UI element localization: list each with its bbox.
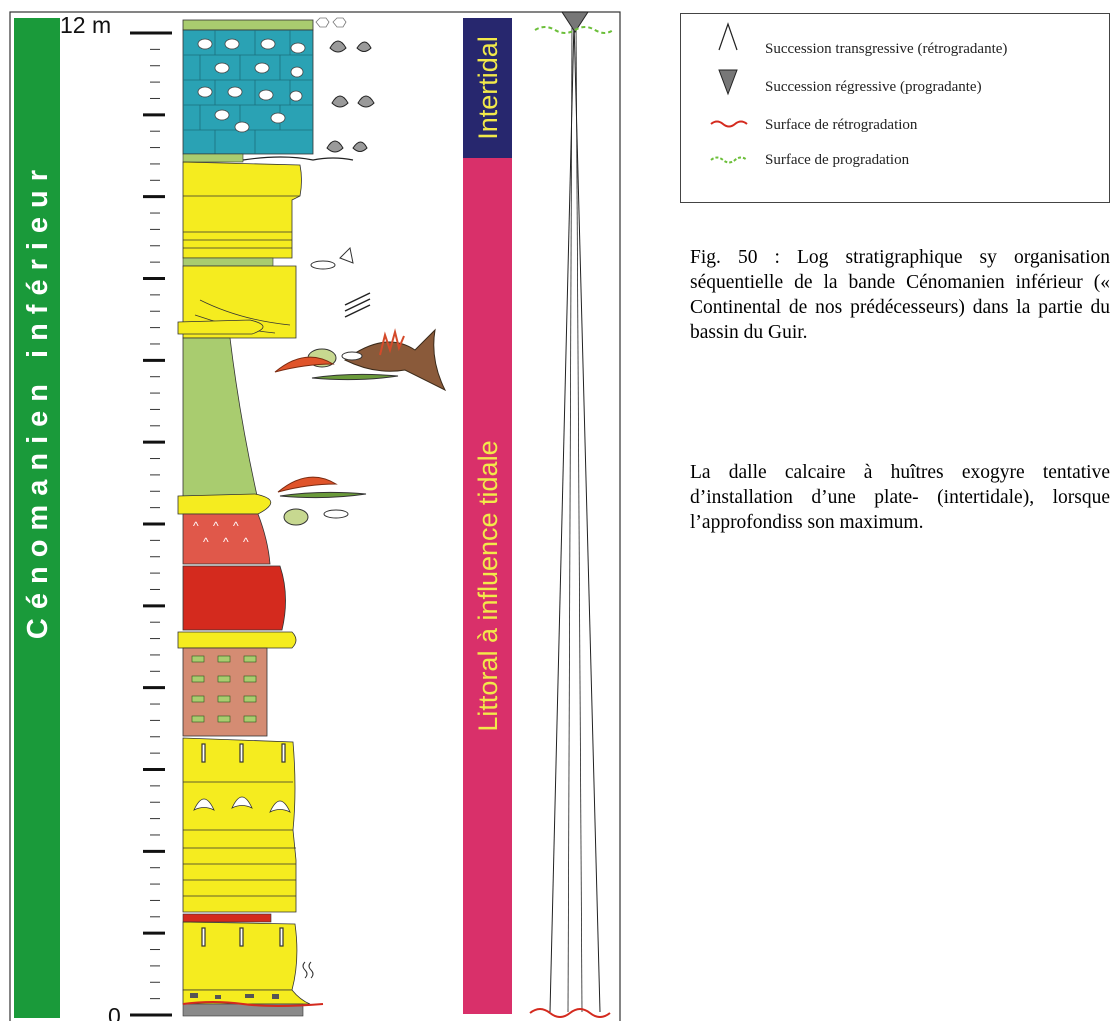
svg-text:^: ^ — [243, 535, 249, 549]
oyster-icons-outside — [326, 40, 375, 153]
legend-label-transgressive: Succession transgressive (rétrogradante) — [765, 41, 1008, 57]
depth-scale — [130, 31, 172, 1017]
sandstone-bed-upper — [182, 161, 302, 259]
scale-top-label: 12 m — [60, 12, 111, 38]
sequence-triangle — [529, 11, 614, 1018]
fauna-illustrations — [274, 246, 447, 979]
stage-label: Cénomanien inférieur — [22, 161, 54, 639]
figure-frame — [9, 11, 621, 1021]
root-traces — [191, 655, 257, 723]
dinosaur-footprints — [193, 796, 291, 813]
stage-band — [14, 18, 60, 1018]
figure-caption-2: La dalle calcaire à huîtres exogyre tent… — [690, 460, 1110, 535]
lithologic-column: ^ ^ ^ ^ ^ ^ — [177, 17, 375, 1017]
red-clay-bed — [182, 565, 286, 631]
oyster-icons-in-bed — [197, 38, 306, 133]
pebbles — [190, 993, 279, 999]
caption-paragraph-1: Fig. 50 : Log stratigraphique sy organis… — [690, 247, 1110, 343]
env-bar-intertidal — [463, 18, 512, 158]
svg-text:^: ^ — [193, 519, 199, 533]
legend-symbols — [710, 22, 748, 164]
svg-text:^: ^ — [233, 519, 239, 533]
filled-triangle-icon — [718, 69, 738, 96]
sandstone-bed-lower — [182, 737, 297, 913]
env-label-intertidal: Intertidal — [473, 36, 503, 140]
env-bar-littoral — [463, 158, 512, 1014]
white-carets: ^ ^ ^ ^ ^ ^ — [193, 519, 249, 549]
limestone-brick-pattern — [183, 30, 313, 154]
figure-caption: Fig. 50 : Log stratigraphique sy organis… — [690, 245, 1110, 345]
red-wavy-line-icon — [710, 120, 748, 128]
svg-text:^: ^ — [223, 535, 229, 549]
legend-label-progradation: Surface de progradation — [765, 152, 910, 168]
legend-label-regressive: Succession régressive (progradante) — [765, 79, 982, 95]
caption-paragraph-2: La dalle calcaire à huîtres exogyre tent… — [690, 462, 1110, 533]
legend-label-retrogradation: Surface de rétrogradation — [765, 117, 918, 133]
legend: Succession transgressive (rétrogradante)… — [680, 13, 1110, 203]
pale-red-clay-bed — [182, 513, 271, 565]
open-triangle-icon — [718, 22, 738, 51]
svg-text:^: ^ — [213, 519, 219, 533]
green-dashed-wavy-line-icon — [710, 156, 748, 164]
env-label-littoral: Littoral à influence tidale — [473, 440, 503, 731]
hexagon-icons — [315, 17, 347, 28]
svg-text:^: ^ — [203, 535, 209, 549]
scale-bottom-label: 0 — [108, 1003, 121, 1021]
vertical-burrows — [201, 743, 286, 763]
top-marl-cap — [182, 19, 314, 31]
